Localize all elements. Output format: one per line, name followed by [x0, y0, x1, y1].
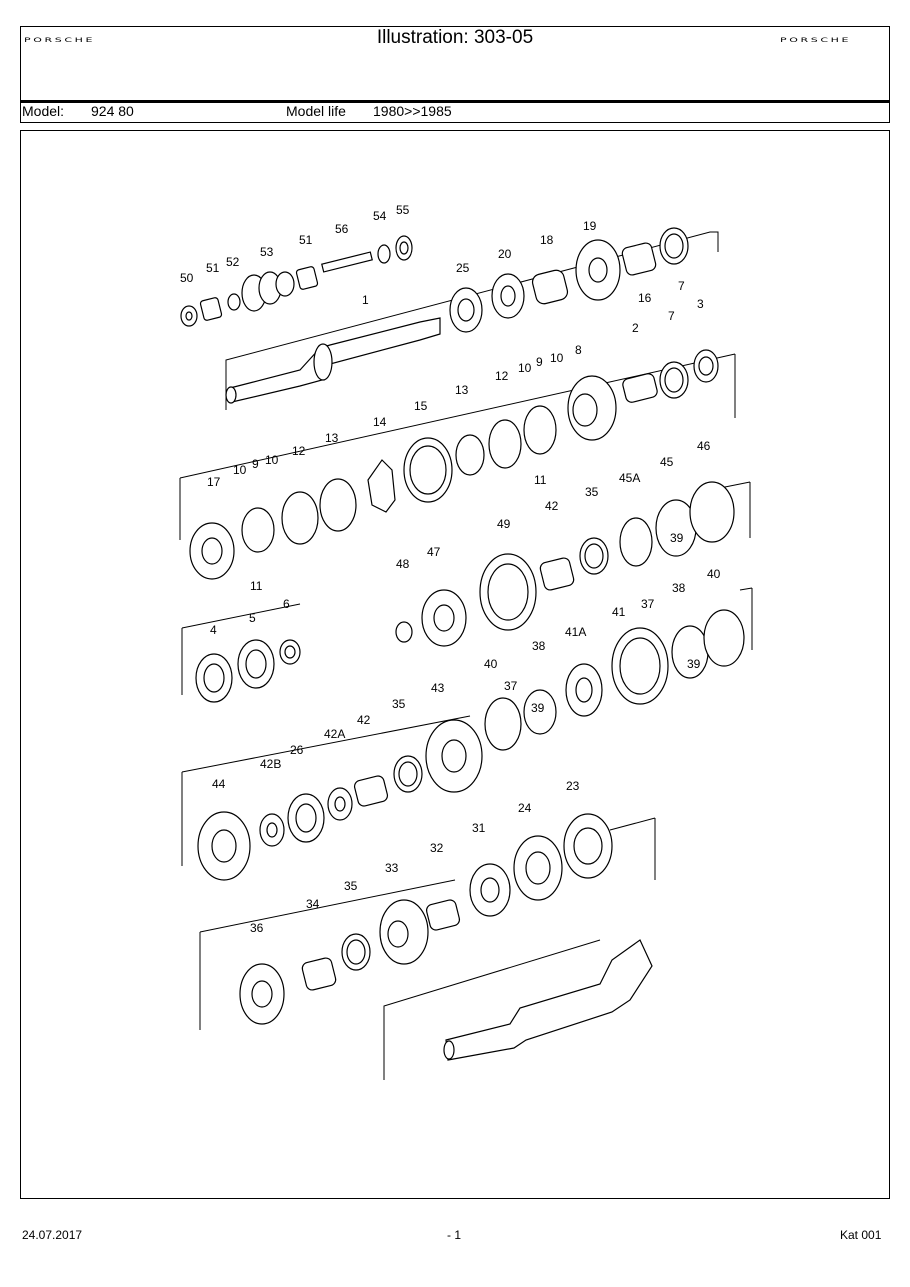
parts-row-5 [197, 719, 483, 881]
callout: 41 [612, 605, 626, 619]
footer-date: 24.07.2017 [22, 1228, 83, 1242]
callout: 9 [252, 457, 259, 471]
callout: 43 [431, 681, 445, 695]
callout: 39 [670, 531, 684, 545]
pinion-shaft [443, 939, 653, 1061]
callout: 24 [518, 801, 532, 815]
callout: 42 [545, 499, 559, 513]
callout: 8 [575, 343, 582, 357]
callout: 48 [396, 557, 410, 571]
exploded-gearbox-diagram: 50 51 52 53 51 56 54 55 25 20 18 19 16 7… [179, 203, 753, 1080]
model-life-value: 1980>>1985 [373, 103, 452, 119]
porsche-logo-right: PORSCHE [780, 36, 852, 44]
callout: 46 [697, 439, 711, 453]
callout: 16 [638, 291, 652, 305]
callout: 39 [531, 701, 545, 715]
callout: 32 [430, 841, 444, 855]
shelf-lines [179, 231, 753, 1080]
callout: 50 [180, 271, 194, 285]
callout: 51 [299, 233, 313, 247]
parts-row-2 [189, 349, 719, 580]
callout: 15 [414, 399, 428, 413]
callout: 14 [373, 415, 387, 429]
illustration-frame [20, 130, 890, 1199]
main-shaft [225, 317, 441, 404]
callout: 25 [456, 261, 470, 275]
model-life-label: Model life [286, 103, 346, 119]
model-value: 924 80 [91, 103, 134, 119]
callout: 18 [540, 233, 554, 247]
callout: 6 [283, 597, 290, 611]
callout: 45 [660, 455, 674, 469]
callout: 52 [226, 255, 240, 269]
callout: 42A [324, 727, 345, 741]
model-bar [20, 103, 890, 123]
callout: 35 [392, 697, 406, 711]
callout: 35 [585, 485, 599, 499]
callout: 37 [504, 679, 518, 693]
callout-labels: 50 51 52 53 51 56 54 55 25 20 18 19 16 7… [180, 203, 721, 935]
callout: 10 [550, 351, 564, 365]
callout: 5 [249, 611, 256, 625]
callout: 35 [344, 879, 358, 893]
callout: 13 [455, 383, 469, 397]
callout: 47 [427, 545, 441, 559]
callout: 10 [233, 463, 247, 477]
parts-row-6 [239, 813, 613, 1025]
callout: 49 [497, 517, 511, 531]
callout: 20 [498, 247, 512, 261]
callout: 34 [306, 897, 320, 911]
callout: 7 [678, 279, 685, 293]
callout: 26 [290, 743, 304, 757]
callout: 40 [484, 657, 498, 671]
callout: 11 [250, 579, 263, 593]
callout: 7 [668, 309, 675, 323]
callout: 54 [373, 209, 387, 223]
callout: 38 [532, 639, 546, 653]
callout: 40 [707, 567, 721, 581]
callout: 23 [566, 779, 580, 793]
footer-page-number: - 1 [447, 1228, 462, 1242]
callout: 37 [641, 597, 655, 611]
callout: 42B [260, 757, 281, 771]
callout: 51 [206, 261, 220, 275]
callout: 36 [250, 921, 264, 935]
callout: 45A [619, 471, 640, 485]
callout: 39 [687, 657, 701, 671]
callout: 56 [335, 222, 349, 236]
parts-row-1 [180, 227, 689, 333]
callout: 31 [472, 821, 486, 835]
model-label: Model: [22, 103, 65, 119]
callout: 10 [518, 361, 532, 375]
parts-row-3 [395, 481, 735, 647]
callout: 33 [385, 861, 399, 875]
callout: 13 [325, 431, 339, 445]
callout: 55 [396, 203, 410, 217]
parts-row-3b [195, 639, 301, 703]
parts-row-4 [484, 609, 745, 751]
callout: 11 [534, 473, 547, 487]
callout: 10 [265, 453, 279, 467]
callout: 42 [357, 713, 371, 727]
callout: 38 [672, 581, 686, 595]
callout: 4 [210, 623, 217, 637]
callout: 53 [260, 245, 274, 259]
callout: 1 [362, 293, 369, 307]
header-rule [20, 100, 890, 103]
porsche-logo-left: PORSCHE [24, 36, 96, 44]
footer-catalog: Kat 001 [840, 1228, 882, 1242]
callout: 17 [207, 475, 221, 489]
callout: 44 [212, 777, 226, 791]
callout: 12 [292, 444, 306, 458]
page-title: Illustration: 303-05 [376, 27, 534, 48]
callout: 12 [495, 369, 509, 383]
callout: 2 [632, 321, 639, 335]
callout: 3 [697, 297, 704, 311]
callout: 9 [536, 355, 543, 369]
callout: 41A [565, 625, 586, 639]
callout: 19 [583, 219, 597, 233]
